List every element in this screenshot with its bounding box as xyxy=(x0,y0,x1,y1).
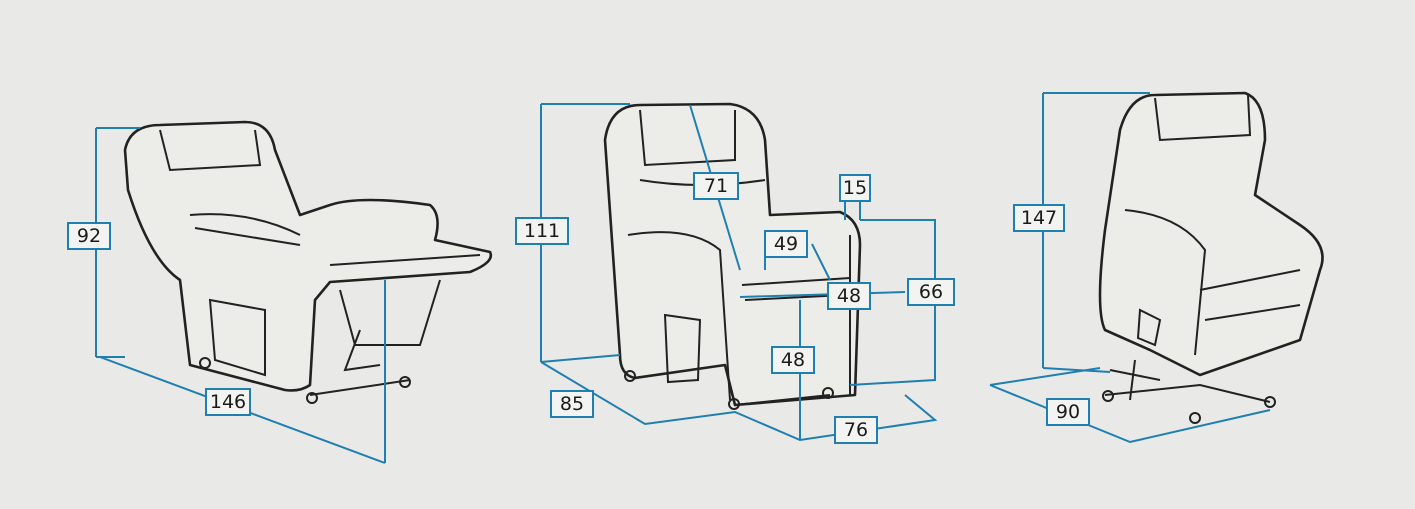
dimension-label-seat-height: 48 xyxy=(781,349,805,371)
dimension-height-92: 92 xyxy=(67,127,140,358)
upright-chair xyxy=(603,102,862,410)
dimension-depth-76: 76 xyxy=(834,416,878,444)
dimension-height-111: 111 xyxy=(515,217,569,245)
dimension-label-seat-width: 49 xyxy=(774,233,798,255)
dimension-armrest-width-15: 15 xyxy=(839,174,871,202)
dimension-label-depth: 76 xyxy=(844,419,868,441)
dimension-width-85: 85 xyxy=(550,390,594,418)
dimension-backrest-71: 71 xyxy=(693,172,739,200)
dimension-seat-width-49: 49 xyxy=(764,230,808,258)
dimension-label-armrest-height: 66 xyxy=(919,281,943,303)
dimension-length-146: 146 xyxy=(99,280,386,464)
reclined-chair xyxy=(123,120,493,404)
dimension-label-backrest: 71 xyxy=(704,175,728,197)
dimension-label-height: 147 xyxy=(1021,207,1057,229)
lifted-chair xyxy=(1098,91,1324,424)
dimension-label-seat-depth: 48 xyxy=(837,285,861,307)
dimension-seat-depth-48: 48 xyxy=(827,282,871,310)
dimension-label-armrest-width: 15 xyxy=(843,177,867,199)
dimension-label-length: 146 xyxy=(210,391,246,413)
dimension-label-height: 111 xyxy=(524,220,560,242)
dimension-height-147: 147 xyxy=(1013,92,1150,373)
dimension-label-width: 90 xyxy=(1056,401,1080,423)
dimension-label-width: 85 xyxy=(560,393,584,415)
dimension-armrest-height-66: 66 xyxy=(907,278,955,306)
dimension-width-90: 90 xyxy=(989,367,1271,444)
dimension-label-height: 92 xyxy=(77,225,101,247)
dimension-seat-height-48: 48 xyxy=(771,346,815,374)
